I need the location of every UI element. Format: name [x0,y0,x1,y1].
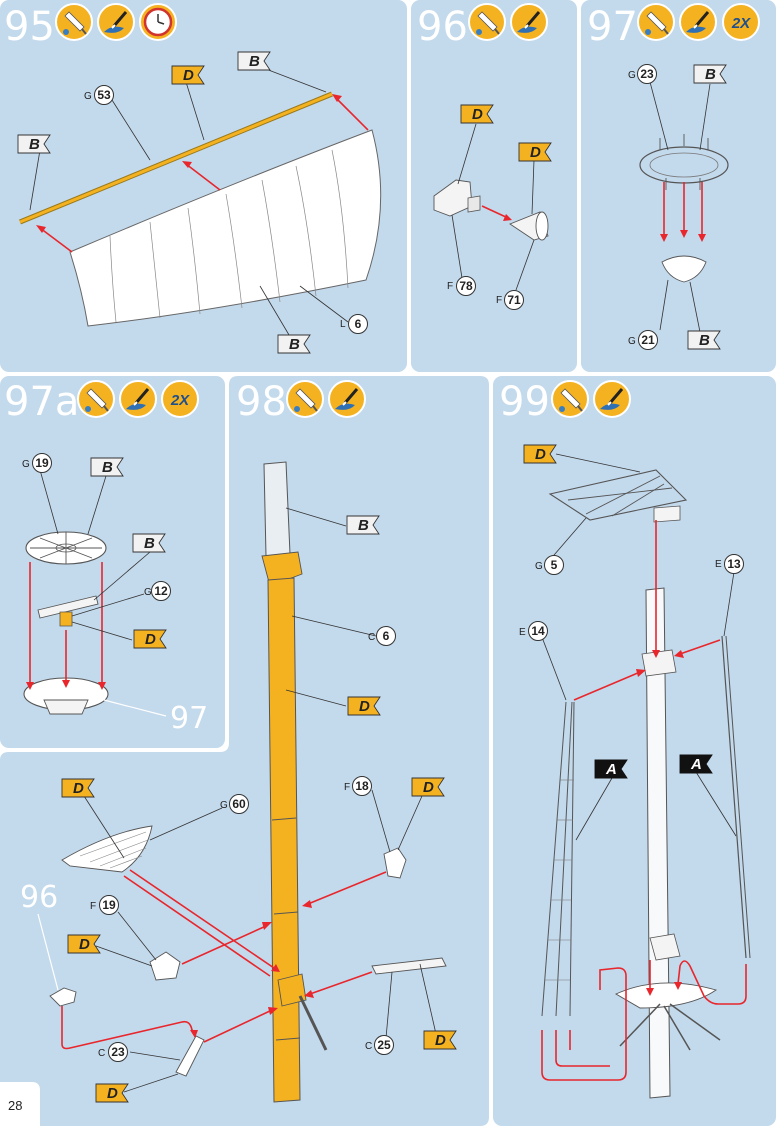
part-number-25: 25 [377,1038,391,1052]
part-prefix: L [340,319,346,330]
paint-flag-b: B [705,66,716,83]
part-prefix: E [519,627,526,638]
part-prefix: G [84,91,92,102]
paint-brush-icon [678,2,718,42]
part-number-23: 23 [111,1045,125,1059]
glue-icon [551,380,589,418]
step-number-96: 96 [417,4,468,50]
paint-flag-d: D [530,144,541,161]
glue-icon [637,3,675,41]
paint-flag-b: B [102,459,113,476]
paint-flag-d: D [435,1032,446,1049]
part-number-53: 53 [97,88,111,102]
quantity-multiplier: 2X [170,392,190,409]
paint-flag-b: B [249,53,260,70]
paint-flag-b: B [144,535,155,552]
paint-flag-d: D [73,780,84,797]
part-prefix: F [447,281,453,292]
paint-flag-d: D [359,698,370,715]
part-prefix: E [715,559,722,570]
part-prefix: F [90,901,96,912]
part-prefix: G [628,70,636,81]
step-number-97a: 97a [4,379,79,425]
part-number-71: 71 [507,293,521,307]
paint-brush-icon [592,379,632,419]
glue-icon [55,3,93,41]
step-number-99: 99 [499,379,550,425]
paint-flag-d: D [107,1085,118,1102]
paint-brush-icon [118,379,158,419]
paint-flag-d: D [535,446,546,463]
part-number-23: 23 [640,67,654,81]
mast-assembly [645,587,671,1099]
crosstree-part [37,595,99,619]
part-prefix: F [496,295,502,306]
panel-step-98 [0,376,489,1126]
part-number-60: 60 [232,797,246,811]
cleat-part [383,847,407,879]
crosstrees-part [548,469,688,521]
panel-step-99 [493,376,776,1126]
post-part [59,611,73,627]
paint-brush-icon [96,2,136,42]
part-number-12: 12 [154,584,168,598]
quantity-multiplier: 2X [731,15,751,32]
paint-brush-icon [327,379,367,419]
crutch-part [175,1035,205,1077]
part-number-14: 14 [531,624,545,638]
paint-flag-b: B [358,517,369,534]
part-number-18: 18 [355,779,369,793]
part-number-21: 21 [641,333,655,347]
glue-icon [286,380,324,418]
part-number-6: 6 [383,629,390,643]
page-number: 28 [8,1098,22,1113]
sail-part [69,129,382,327]
step-number-98: 98 [236,379,287,425]
paint-flag-d: D [472,106,483,123]
part-prefix: G [535,561,543,572]
part-prefix: G [22,459,30,470]
step-number-97: 97 [587,4,638,50]
step-number-95: 95 [4,4,55,50]
paint-flag-a: A [605,761,617,778]
lower-mast-part [267,577,301,1103]
panel-step-97a [0,376,225,748]
paint-flag-b: B [289,336,300,353]
part-number-78: 78 [459,279,473,293]
glue-icon [468,3,506,41]
paint-brush-icon [509,2,549,42]
glue-icon [77,380,115,418]
part-number-19: 19 [102,898,116,912]
paint-flag-d: D [183,67,194,84]
top-platform-part [615,982,718,1009]
part-prefix: C [98,1048,105,1059]
part-prefix: C [365,1041,372,1052]
part-prefix: G [220,800,228,811]
part-prefix: G [144,587,152,598]
part-prefix: F [344,782,350,793]
top-base-part [661,255,707,283]
reference-step-97: 97 [170,701,208,736]
part-number-19: 19 [35,456,49,470]
part-prefix: C [368,632,375,643]
part-prefix: G [628,336,636,347]
topmast-part [263,461,291,557]
cleat-part [149,951,181,981]
paint-flag-b: B [699,332,710,349]
paint-flag-a: A [690,756,702,773]
bracket-part [49,987,77,1007]
paint-flag-d: D [423,779,434,796]
panel-step-97 [581,0,776,372]
clock-icon [138,2,178,42]
paint-flag-d: D [145,631,156,648]
part-number-6: 6 [355,317,362,331]
boom-part [371,957,447,975]
reference-step-96: 96 [20,880,58,915]
part-number-5: 5 [551,558,558,572]
paint-flag-b: B [29,136,40,153]
part-number-13: 13 [727,557,741,571]
panel-step-96 [411,0,577,372]
paint-flag-d: D [79,936,90,953]
